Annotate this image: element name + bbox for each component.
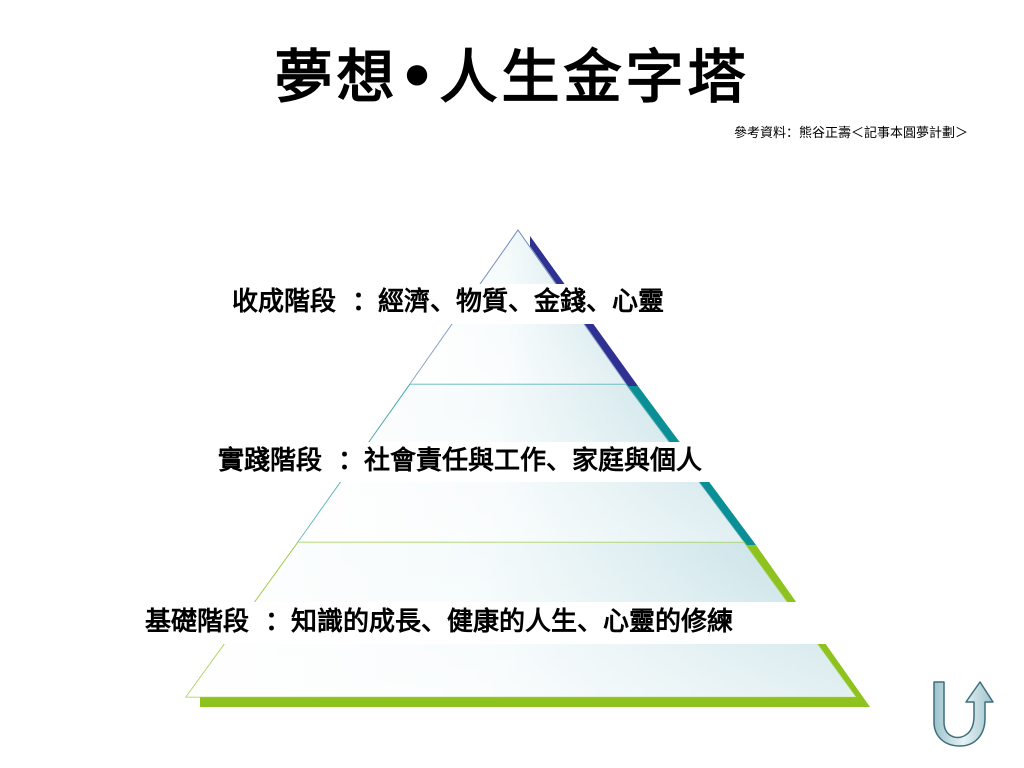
tier-label-practice: 實踐階段 ：社會責任與工作、家庭與個人 bbox=[218, 442, 702, 480]
tier-description: 知識的成長、健康的人生、心靈的修練 bbox=[291, 607, 734, 637]
tier-stage-name: 收成階段 bbox=[232, 287, 337, 317]
tier-stage-name: 基礎階段 bbox=[145, 607, 250, 637]
tier-separator: ： bbox=[352, 287, 379, 317]
tier-description: 社會責任與工作、家庭與個人 bbox=[364, 446, 703, 476]
middle-label-backdrop bbox=[214, 442, 850, 482]
top-label-backdrop bbox=[228, 284, 794, 324]
tier-label-harvest: 收成階段 ：經濟、物質、金錢、心靈 bbox=[232, 283, 664, 321]
tier-stage-name: 實踐階段 bbox=[218, 446, 323, 476]
base-label-backdrop bbox=[140, 602, 916, 644]
tier-description: 經濟、物質、金錢、心靈 bbox=[378, 287, 665, 317]
tier-separator: ： bbox=[338, 446, 365, 476]
u-turn-arrow-icon[interactable] bbox=[930, 680, 994, 748]
source-reference: 參考資料：熊谷正壽＜記事本圓夢計劃＞ bbox=[733, 126, 968, 141]
tier-separator: ： bbox=[265, 607, 292, 637]
tier-label-foundation: 基礎階段 ：知識的成長、健康的人生、心靈的修練 bbox=[145, 603, 733, 641]
slide-title: 夢想•人生金字塔 bbox=[274, 43, 750, 111]
